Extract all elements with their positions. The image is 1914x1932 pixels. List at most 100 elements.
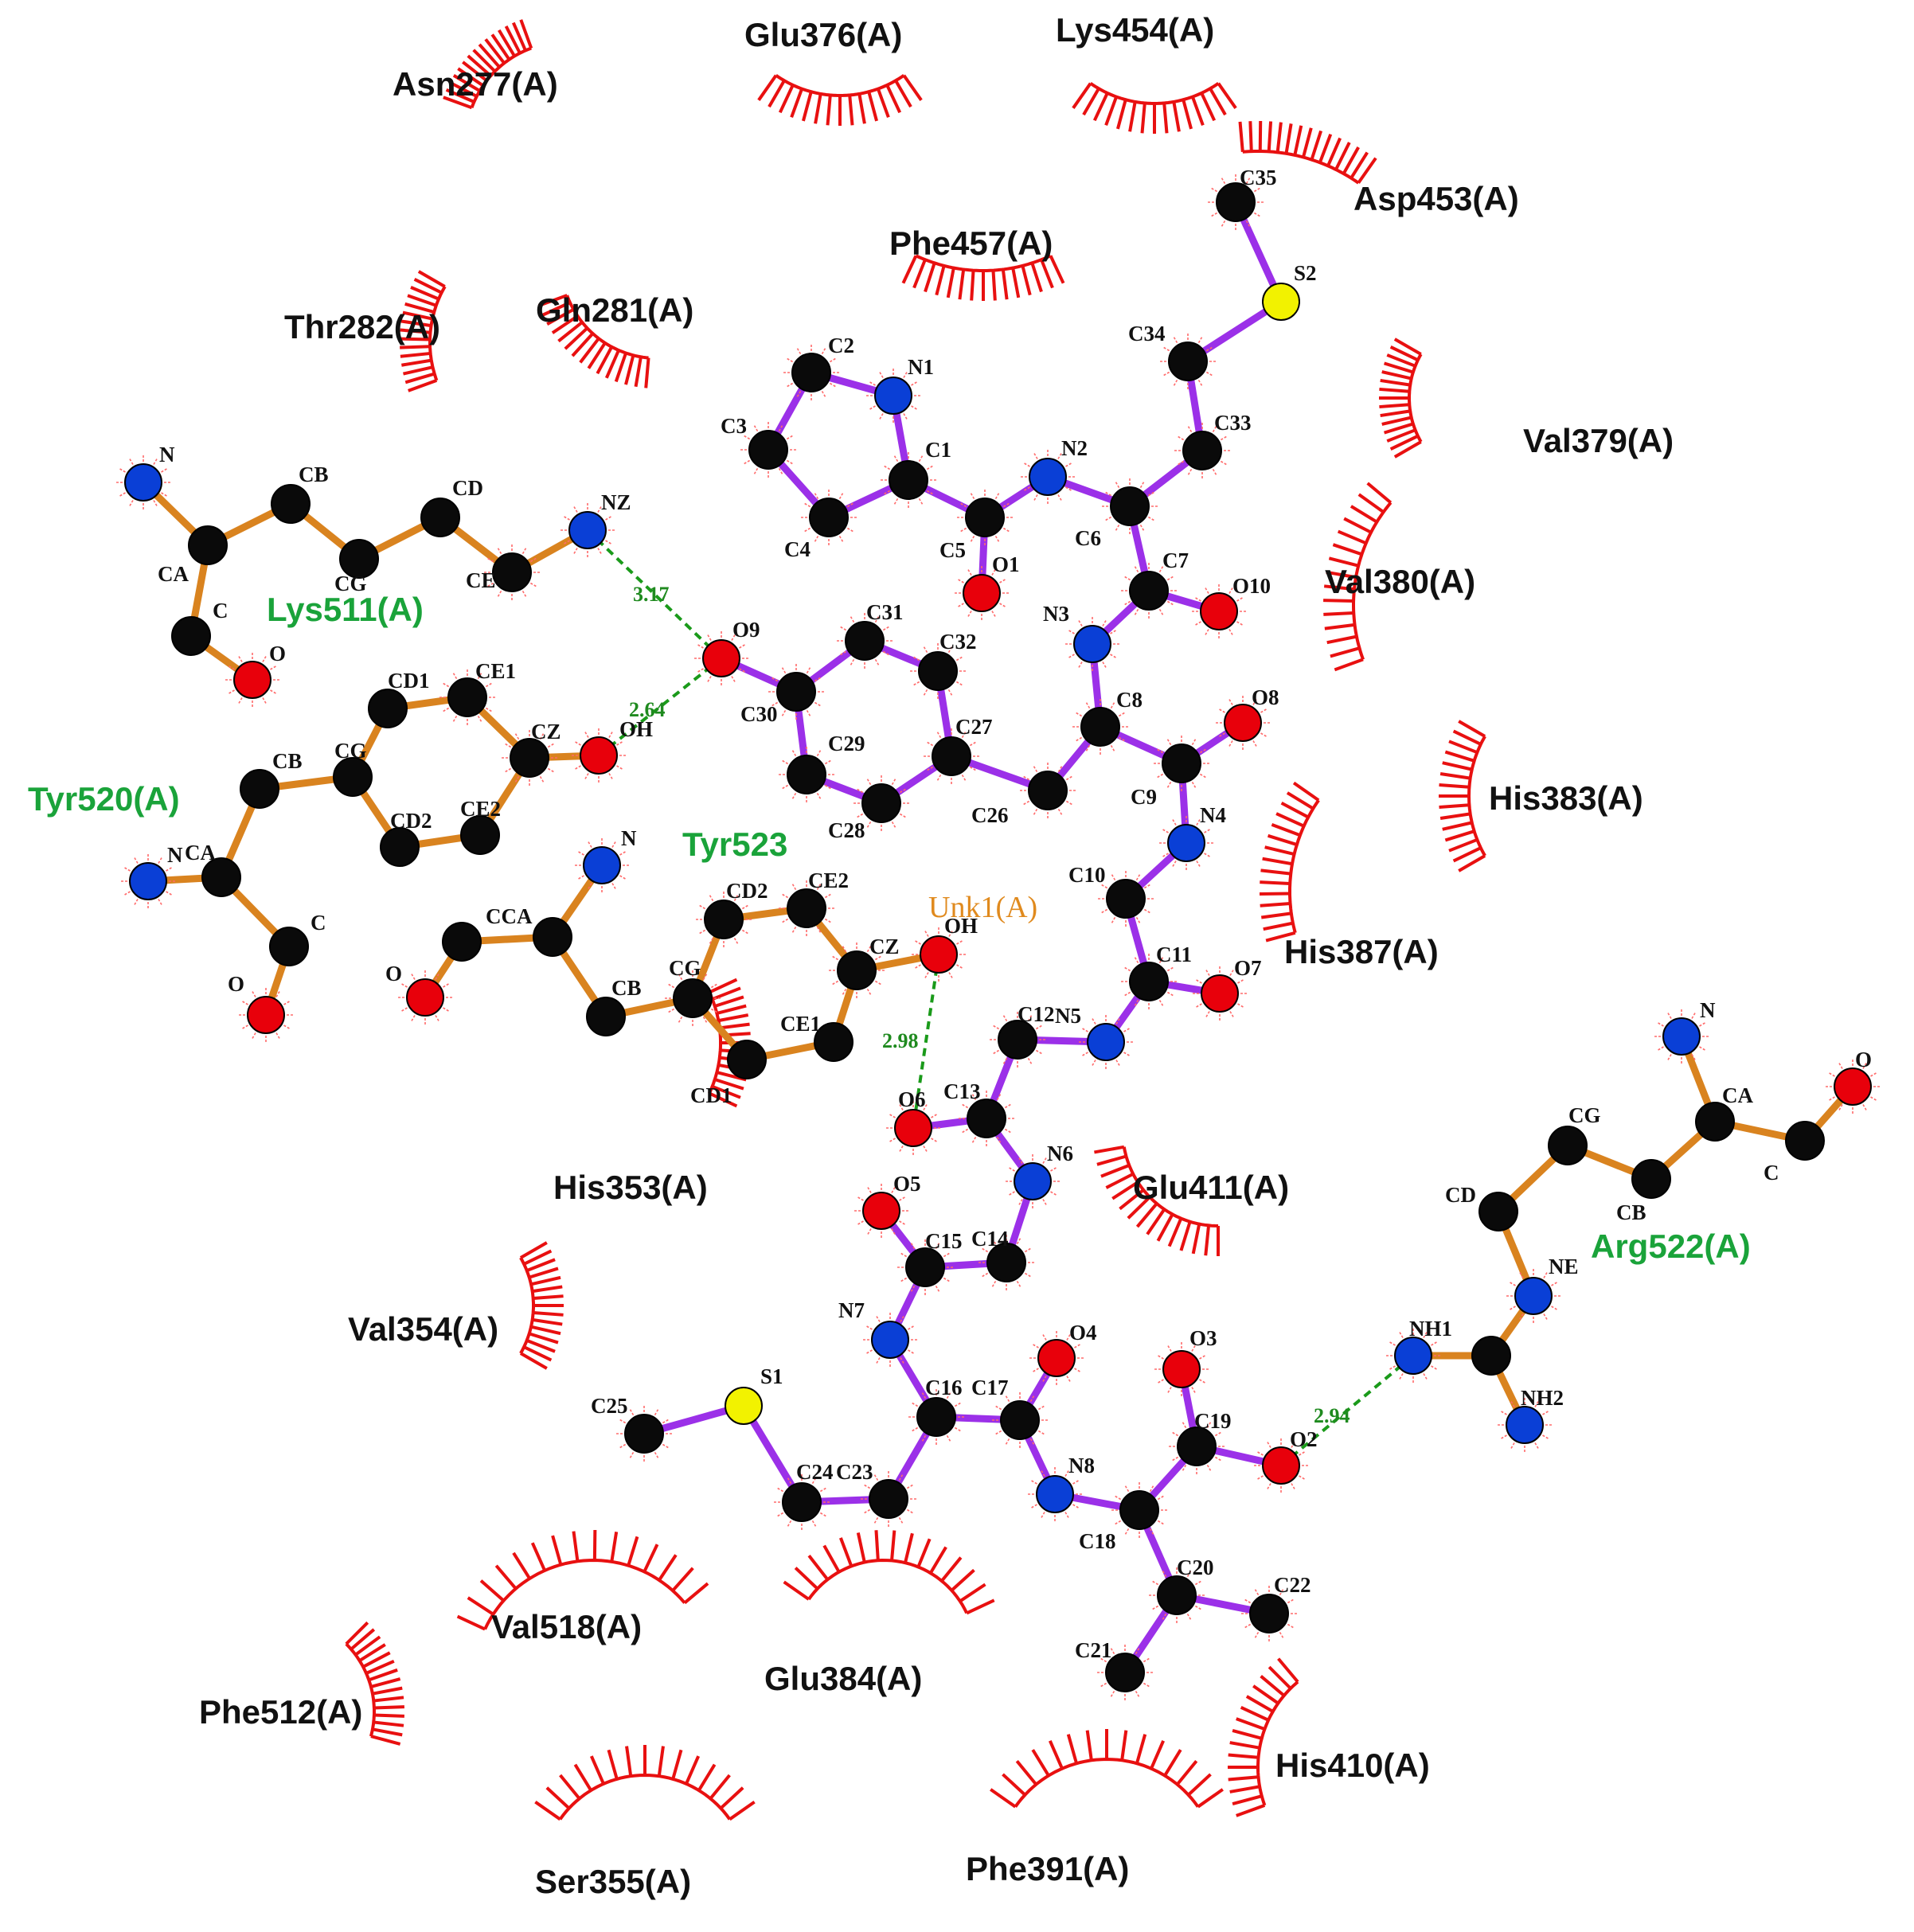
carbon-atom (270, 927, 308, 966)
oxygen-atom (1225, 704, 1261, 741)
atom-label: NZ (601, 490, 631, 514)
carbon-atom (271, 485, 310, 523)
carbon-atom (783, 1483, 821, 1521)
carbon-atom (533, 918, 572, 956)
oxygen-atom (963, 575, 1000, 611)
carbon-atom (917, 1398, 955, 1436)
hbond-distance-label: 3.17 (633, 583, 670, 606)
hbond-residue-label-tyr523: Tyr523 (682, 825, 787, 863)
nitrogen-atom (1515, 1278, 1552, 1314)
residue-label-glu384-a: Glu384(A) (764, 1660, 922, 1697)
residue-label-glu411-a: Glu411(A) (1133, 1169, 1289, 1206)
carbon-atom (846, 622, 884, 660)
carbon-atom (1183, 431, 1221, 470)
oxygen-atom (1201, 593, 1237, 630)
carbon-atom (889, 461, 928, 499)
hydrophobic-arc (1260, 783, 1318, 940)
carbon-atom (240, 770, 279, 808)
atom-label: O9 (732, 618, 760, 642)
atom-label: CE1 (475, 659, 516, 683)
oxygen-atom (580, 737, 617, 774)
atom-label: N (167, 843, 183, 867)
atom-label: C6 (1075, 526, 1101, 550)
nitrogen-atom (1014, 1163, 1051, 1200)
oxygen-atom (1263, 1447, 1299, 1484)
oxygen-atom (1163, 1351, 1200, 1388)
atom-label: C (311, 911, 326, 935)
atom-label: C19 (1194, 1409, 1232, 1433)
carbon-atom (787, 889, 826, 927)
nitrogen-atom (584, 847, 620, 884)
atom-label: CD2 (390, 809, 432, 833)
hydrophobic-arc (784, 1530, 994, 1613)
atom-label: CB (1616, 1200, 1646, 1224)
atom-label: O5 (893, 1172, 921, 1196)
atom-label: C27 (955, 715, 993, 739)
carbon-atom (906, 1248, 944, 1286)
atom-label: CB (611, 976, 642, 1000)
atom-label: NH2 (1521, 1386, 1564, 1410)
atom-label: C29 (828, 732, 865, 755)
residue-label-glu376-a: Glu376(A) (744, 16, 902, 53)
nitrogen-atom (1506, 1407, 1543, 1443)
atom-label: C2 (828, 334, 854, 357)
atom-label: N (1700, 998, 1716, 1022)
carbon-atom (967, 1099, 1006, 1138)
carbon-atom (1632, 1160, 1670, 1198)
carbon-atom (1120, 1491, 1158, 1529)
atom-label: CZ (531, 720, 561, 744)
atom-label: CE1 (780, 1012, 821, 1036)
residue-label-his387-a: His387(A) (1284, 933, 1439, 970)
carbon-atom (448, 678, 486, 716)
carbon-atom (787, 755, 826, 794)
atom-label: CZ (869, 935, 900, 958)
atom-label: CD (452, 476, 483, 500)
atom-label: N1 (908, 355, 934, 379)
carbon-atom (777, 673, 815, 711)
carbon-atom (919, 652, 957, 690)
residue-label-val354-a: Val354(A) (348, 1310, 498, 1348)
residue-label-his383-a: His383(A) (1489, 779, 1643, 817)
carbon-atom (189, 526, 227, 564)
atom-label: O6 (898, 1087, 926, 1111)
atom-label: N6 (1047, 1142, 1073, 1165)
atom-label: C28 (828, 818, 865, 842)
ligand-name-label: Unk1(A) (928, 891, 1037, 924)
carbon-atom (749, 431, 787, 469)
atom-label: C23 (836, 1460, 873, 1484)
hydrophobic-arc (521, 1243, 564, 1368)
carbon-atom (1001, 1401, 1039, 1439)
atom-label: C16 (925, 1376, 963, 1399)
hydrophobic-arc (990, 1729, 1223, 1807)
atom-label: CB (272, 749, 303, 773)
carbon-atom (510, 739, 549, 777)
residue-label-phe512-a: Phe512(A) (199, 1693, 362, 1731)
residue-label-his410-a: His410(A) (1275, 1747, 1430, 1784)
atom-label: C34 (1128, 322, 1166, 345)
carbon-atom (1178, 1427, 1216, 1466)
atom-label: N (621, 826, 637, 850)
atom-label: O3 (1189, 1326, 1217, 1350)
atom-label: CE2 (460, 797, 501, 821)
atom-label: O1 (992, 552, 1020, 576)
oxygen-atom (234, 662, 271, 698)
atom-label: C13 (943, 1079, 981, 1103)
atom-label: N2 (1061, 436, 1088, 460)
residue-label-asp453-a: Asp453(A) (1353, 180, 1519, 217)
oxygen-atom (863, 1192, 900, 1229)
atom-label: CCA (486, 904, 533, 928)
atom-label: N3 (1043, 602, 1069, 626)
oxygen-atom (895, 1110, 932, 1146)
atom-label: N8 (1068, 1454, 1095, 1477)
carbon-atom (461, 816, 499, 854)
nitrogen-atom (872, 1321, 908, 1358)
residue-label-phe391-a: Phe391(A) (966, 1850, 1129, 1887)
carbon-atom (369, 689, 407, 728)
atom-label: C20 (1177, 1555, 1214, 1579)
nitrogen-atom (1029, 459, 1066, 495)
atom-label: C14 (971, 1227, 1009, 1251)
hydrophobic-arc (1228, 1659, 1298, 1816)
atom-label: C4 (784, 537, 811, 561)
atom-label: C5 (939, 538, 966, 562)
